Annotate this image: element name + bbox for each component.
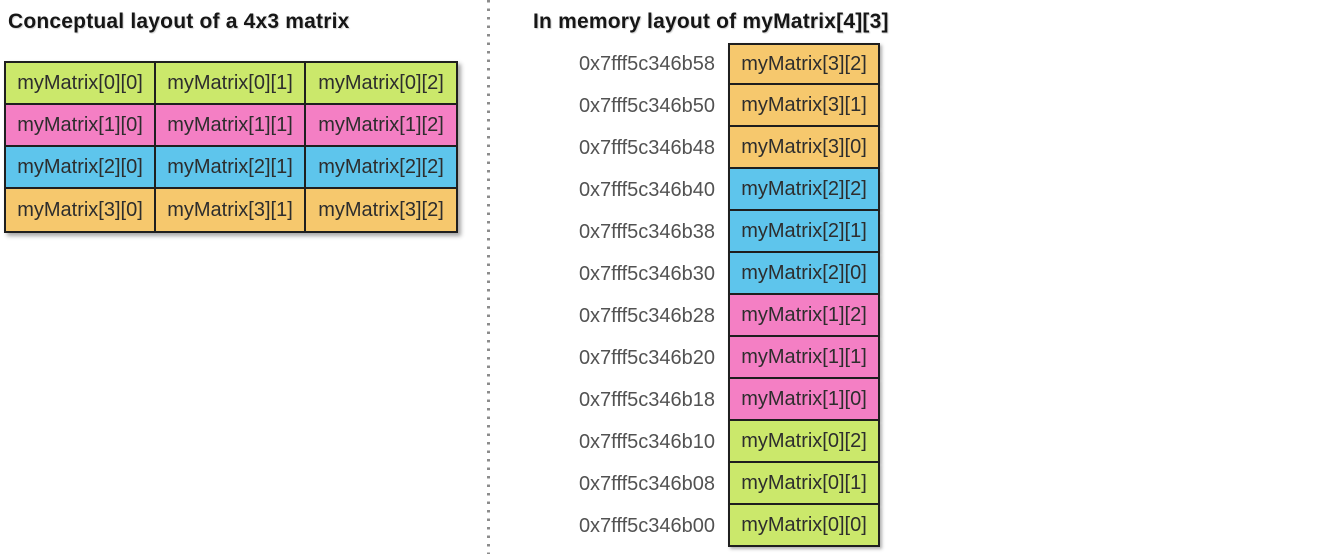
memory-row: 0x7fff5c346b58 myMatrix[3][2] [545, 43, 880, 85]
memory-address: 0x7fff5c346b48 [578, 137, 715, 159]
memory-row: 0x7fff5c346b50 myMatrix[3][1] [545, 85, 880, 127]
memory-cell: myMatrix[0][0] [728, 505, 880, 547]
memory-address: 0x7fff5c346b40 [578, 179, 715, 201]
conceptual-matrix-table: myMatrix[0][0] myMatrix[0][1] myMatrix[0… [4, 61, 458, 233]
memory-address: 0x7fff5c346b08 [578, 473, 715, 495]
memory-address: 0x7fff5c346b10 [578, 431, 715, 453]
memory-cell: myMatrix[0][2] [728, 421, 880, 463]
matrix-cell: myMatrix[2][2] [306, 147, 456, 189]
conceptual-layout-title: Conceptual layout of a 4x3 matrix [8, 10, 350, 33]
matrix-cell: myMatrix[3][0] [6, 189, 156, 231]
matrix-cell: myMatrix[0][0] [6, 63, 156, 105]
memory-cell: myMatrix[1][1] [728, 337, 880, 379]
memory-cell: myMatrix[0][1] [728, 463, 880, 505]
matrix-cell: myMatrix[3][1] [156, 189, 306, 231]
memory-address: 0x7fff5c346b28 [578, 305, 715, 327]
memory-layout-list: 0x7fff5c346b58 myMatrix[3][2] 0x7fff5c34… [545, 43, 880, 547]
memory-cell: myMatrix[2][0] [728, 253, 880, 295]
memory-cell: myMatrix[3][0] [728, 127, 880, 169]
memory-cell: myMatrix[2][1] [728, 211, 880, 253]
memory-row: 0x7fff5c346b00 myMatrix[0][0] [545, 505, 880, 547]
memory-row: 0x7fff5c346b40 myMatrix[2][2] [545, 169, 880, 211]
memory-cell: myMatrix[2][2] [728, 169, 880, 211]
matrix-cell: myMatrix[3][2] [306, 189, 456, 231]
matrix-cell: myMatrix[0][2] [306, 63, 456, 105]
memory-address: 0x7fff5c346b30 [578, 263, 715, 285]
memory-address: 0x7fff5c346b58 [578, 53, 715, 75]
memory-layout-title: In memory layout of myMatrix[4][3] [533, 10, 889, 33]
memory-address: 0x7fff5c346b00 [578, 515, 715, 537]
memory-cell: myMatrix[3][1] [728, 85, 880, 127]
memory-row: 0x7fff5c346b10 myMatrix[0][2] [545, 421, 880, 463]
memory-row: 0x7fff5c346b30 myMatrix[2][0] [545, 253, 880, 295]
matrix-cell: myMatrix[1][1] [156, 105, 306, 147]
memory-address: 0x7fff5c346b18 [578, 389, 715, 411]
memory-row: 0x7fff5c346b28 myMatrix[1][2] [545, 295, 880, 337]
matrix-cell: myMatrix[1][0] [6, 105, 156, 147]
memory-address: 0x7fff5c346b50 [578, 95, 715, 117]
memory-cell: myMatrix[3][2] [728, 43, 880, 85]
memory-address: 0x7fff5c346b38 [578, 221, 715, 243]
memory-row: 0x7fff5c346b20 myMatrix[1][1] [545, 337, 880, 379]
memory-address: 0x7fff5c346b20 [578, 347, 715, 369]
matrix-cell: myMatrix[1][2] [306, 105, 456, 147]
memory-row: 0x7fff5c346b38 myMatrix[2][1] [545, 211, 880, 253]
memory-row: 0x7fff5c346b08 myMatrix[0][1] [545, 463, 880, 505]
memory-cell: myMatrix[1][2] [728, 295, 880, 337]
memory-row: 0x7fff5c346b48 myMatrix[3][0] [545, 127, 880, 169]
memory-cell: myMatrix[1][0] [728, 379, 880, 421]
matrix-cell: myMatrix[0][1] [156, 63, 306, 105]
memory-row: 0x7fff5c346b18 myMatrix[1][0] [545, 379, 880, 421]
matrix-cell: myMatrix[2][0] [6, 147, 156, 189]
dotted-divider [487, 0, 490, 554]
matrix-cell: myMatrix[2][1] [156, 147, 306, 189]
